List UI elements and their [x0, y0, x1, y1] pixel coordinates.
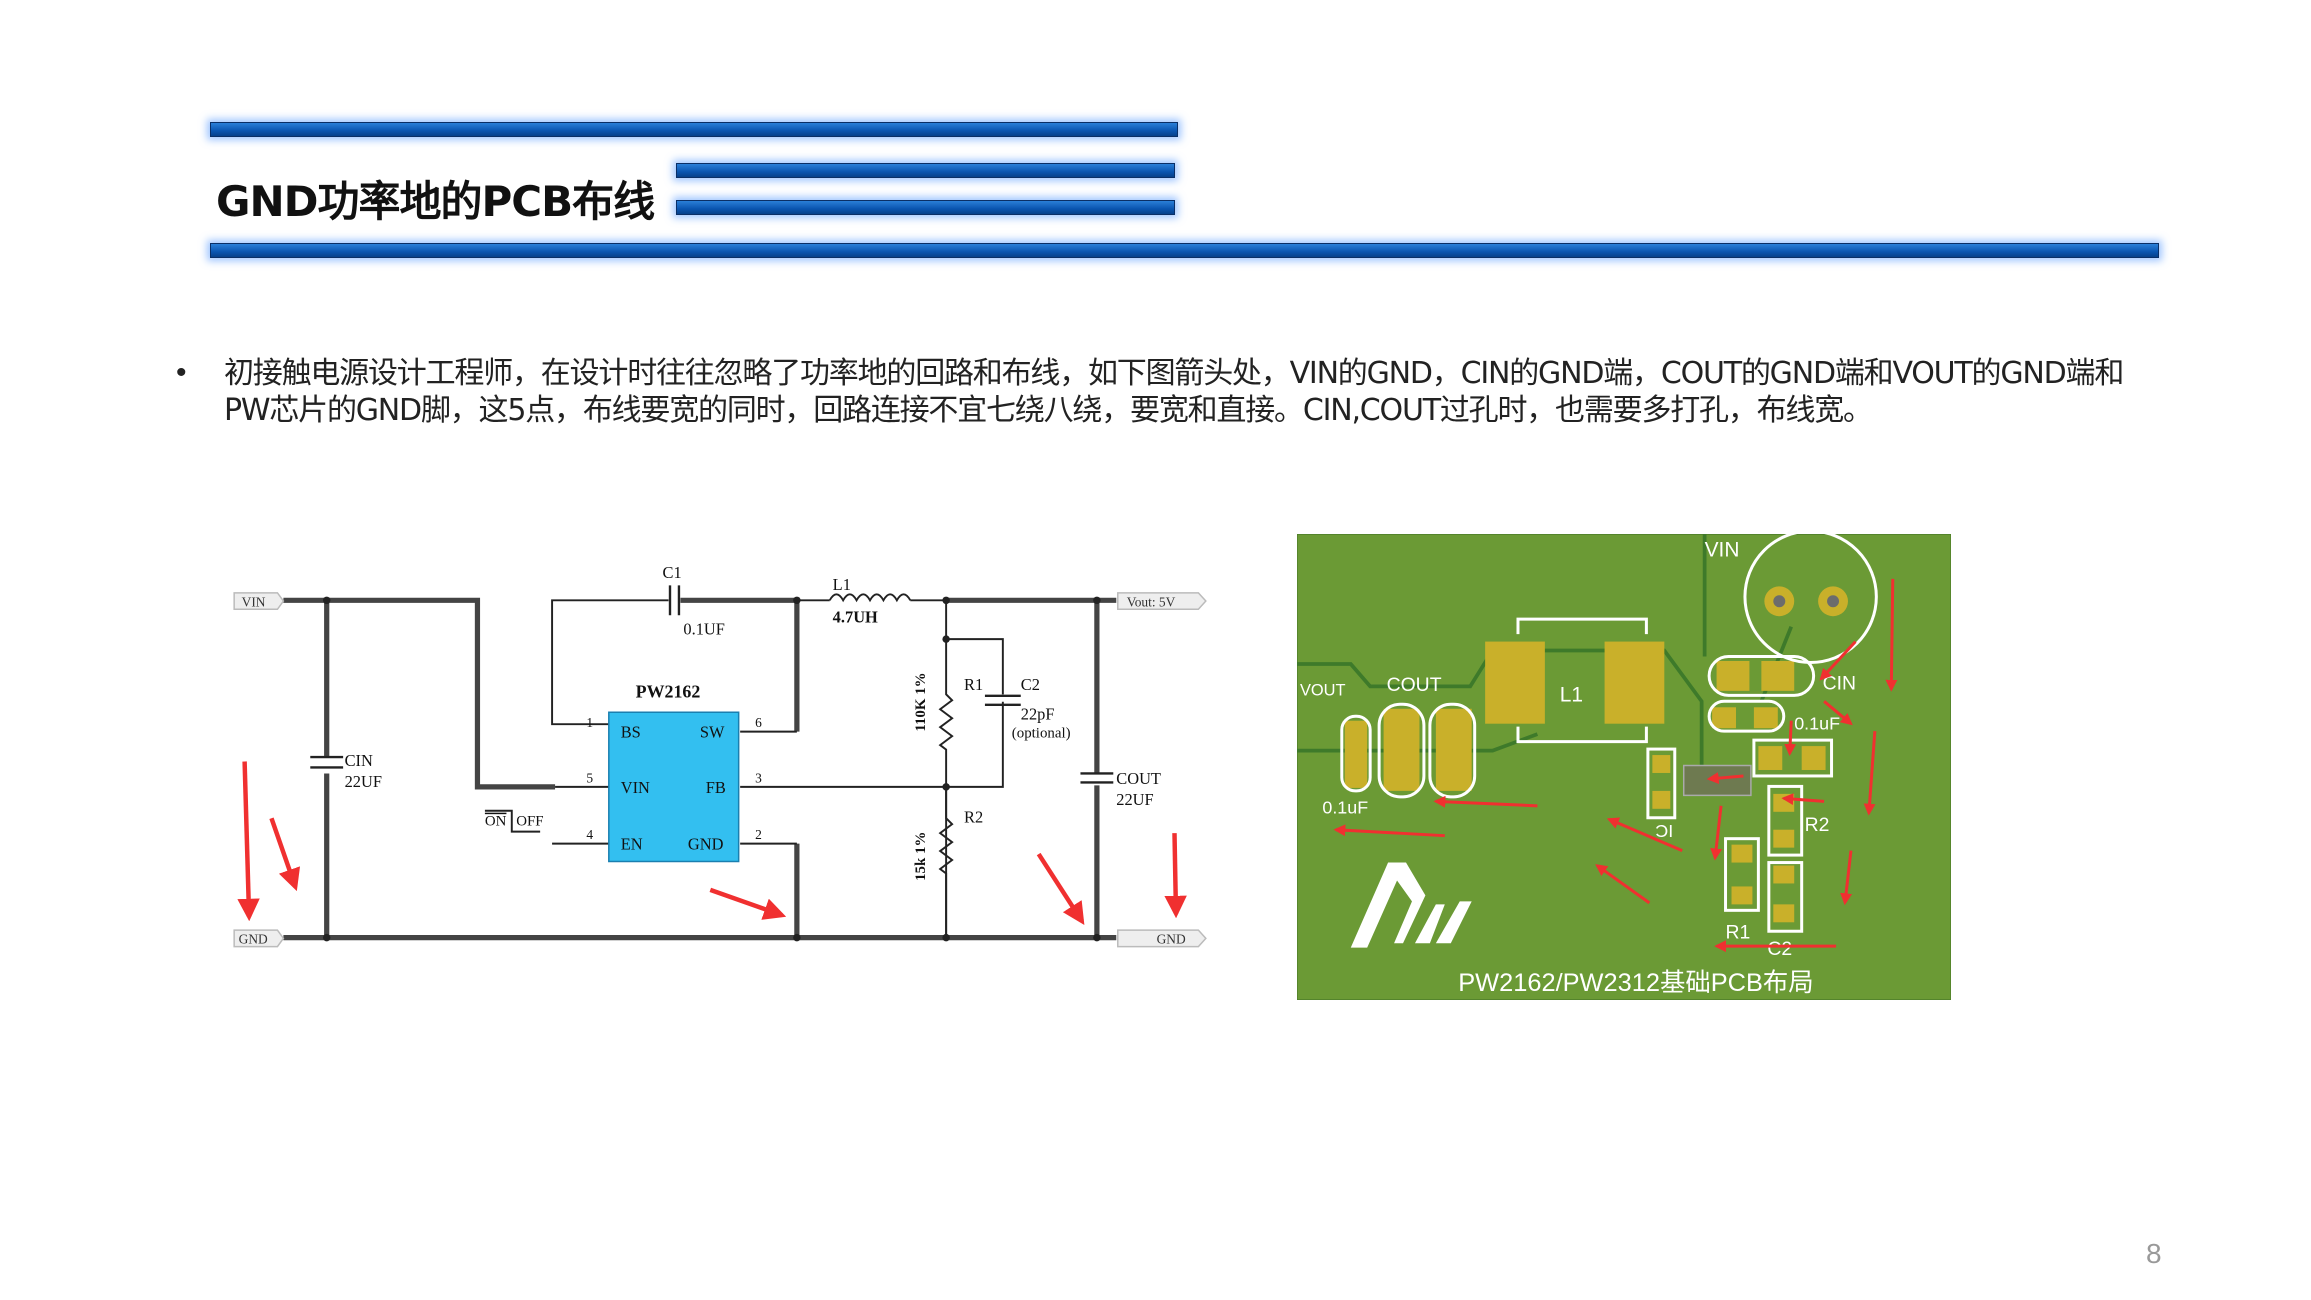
pin-sw: SW	[700, 723, 725, 742]
pin-num-4: 4	[586, 827, 593, 842]
r1-label: R1	[964, 675, 983, 694]
net-tags	[233, 592, 1207, 948]
pcb-layout-image: VIN VOUT COUT L1 CIN 0.1uF 0.1uF IC R2 R…	[1297, 534, 1951, 1000]
arrow-gnd-cout	[1036, 852, 1085, 925]
pcb-label-cout: COUT	[1387, 674, 1442, 696]
title-decor-bar-top	[210, 122, 1178, 137]
cout-label: COUT	[1116, 769, 1161, 788]
cout-value: 22UF	[1116, 790, 1153, 809]
signal-wires	[310, 585, 1114, 938]
pin-num-6: 6	[755, 715, 762, 730]
pin-bs: BS	[621, 723, 641, 742]
pcb-red-arrows	[1333, 578, 1898, 953]
gnd-left-tag: GND	[239, 932, 268, 947]
l1-label: L1	[833, 575, 851, 594]
buck-schematic: VIN GND Vout: 5V GND C1 0.1UF L1 4.7UH P…	[233, 563, 1207, 948]
pin-gnd: GND	[688, 835, 724, 854]
red-arrows	[237, 761, 1187, 925]
cin-value: 22UF	[345, 772, 382, 791]
pcb-label-vin: VIN	[1705, 538, 1740, 561]
pin-fb: FB	[706, 778, 726, 797]
arrow-gnd-vout	[1164, 833, 1187, 919]
c2-value: 22pF	[1021, 705, 1055, 724]
junction-dots	[322, 596, 1101, 942]
title-decor-bar-mid1	[676, 163, 1175, 178]
off-label: OFF	[516, 814, 543, 830]
r2-value: 15k 1%	[913, 832, 929, 881]
pin-vin: VIN	[621, 778, 650, 797]
pcb-silkscreen	[1340, 534, 1878, 933]
c2-label: C2	[1021, 675, 1040, 694]
ic-body	[608, 711, 740, 863]
c2-note: (optional)	[1012, 726, 1071, 742]
pin-num-1: 1	[586, 715, 593, 730]
pcb-ic	[1682, 764, 1752, 797]
page-title: GND功率地的PCB布线	[216, 177, 655, 226]
pin-num-2: 2	[755, 827, 762, 842]
r1-value: 110K 1%	[913, 672, 929, 731]
title-decor-bar-mid2	[676, 200, 1175, 215]
pcb-caption: PW2162/PW2312基础PCB布局	[1458, 969, 1813, 997]
title-decor-bar-bottom	[210, 243, 2159, 258]
vin-tag: VIN	[242, 594, 266, 609]
ic-name: PW2162	[636, 681, 701, 701]
on-label: ON	[485, 814, 507, 830]
pcb-label-c2: C2	[1767, 938, 1792, 960]
pcb-label-ic: IC	[1655, 821, 1673, 841]
pcb-label-cap-left: 0.1uF	[1322, 797, 1368, 817]
c1-label: C1	[663, 563, 682, 582]
page-number: 8	[2146, 1238, 2162, 1269]
pin-num-3: 3	[755, 770, 762, 785]
gnd-right-tag: GND	[1157, 932, 1186, 947]
pin-num-5: 5	[586, 770, 593, 785]
pcb-label-r1: R1	[1726, 922, 1751, 944]
arrow-gnd-vin	[237, 761, 260, 922]
body-paragraph: 初接触电源设计工程师，在设计时往往忽略了功率地的回路和布线，如下图箭头处，VIN…	[224, 356, 2124, 428]
vout-tag: Vout: 5V	[1127, 594, 1176, 609]
pcb-label-cin: CIN	[1823, 672, 1856, 694]
power-wires	[283, 597, 1117, 941]
pcb-pads	[1344, 586, 1848, 923]
cin-label: CIN	[345, 751, 373, 770]
c1-value: 0.1UF	[683, 620, 724, 639]
pcb-label-l1: L1	[1560, 683, 1583, 706]
pw-logo	[1350, 862, 1472, 948]
pcb-label-cap-right: 0.1uF	[1794, 714, 1840, 734]
pcb-label-r2: R2	[1805, 814, 1830, 836]
arrow-gnd-cin	[269, 817, 301, 892]
pcb-label-vout: VOUT	[1300, 681, 1346, 699]
l1-value: 4.7UH	[833, 608, 878, 627]
arrow-gnd-ic	[709, 887, 787, 920]
r2-label: R2	[964, 808, 983, 827]
pin-en: EN	[621, 835, 643, 854]
bullet-marker: •	[176, 356, 187, 389]
